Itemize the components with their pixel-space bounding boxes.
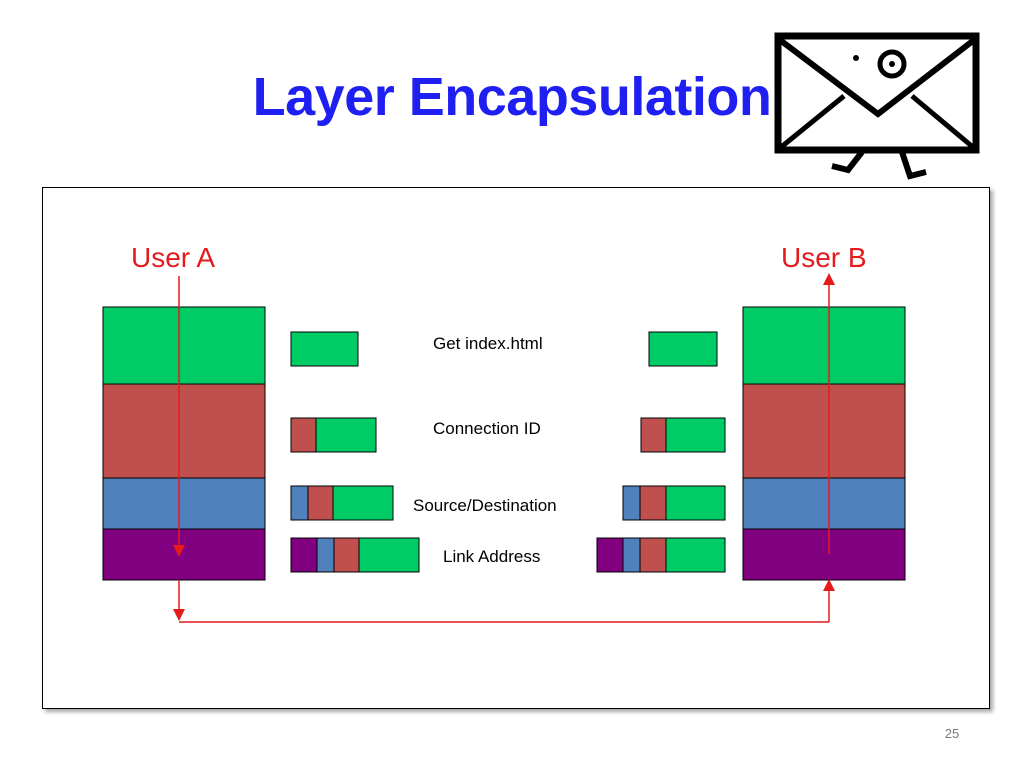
user-a-stack [102, 306, 266, 581]
encapsulation-diagram [102, 273, 906, 623]
layer-label-application: Get index.html [433, 334, 543, 353]
right-packet-transport [640, 417, 726, 453]
layer-label-link: Link Address [443, 547, 541, 566]
left-packet-application [290, 331, 359, 367]
layer-label-transport: Connection ID [433, 419, 541, 438]
layer-label-network: Source/Destination [413, 496, 557, 515]
left-packet-transport [290, 417, 377, 453]
right-packet-application [648, 331, 718, 367]
user-a-link-layer [102, 528, 266, 581]
left-packet-network [290, 485, 394, 521]
right-packet-link [596, 537, 726, 573]
envelope-with-legs-icon [774, 32, 980, 180]
user-b-network-layer [742, 477, 906, 530]
right-packet-network [622, 485, 726, 521]
user-a-label: User A [131, 242, 216, 273]
user-b-application-layer [742, 306, 906, 385]
slide-title: Layer Encapsulation [252, 67, 772, 127]
left-packet-link [290, 537, 420, 573]
user-b-link-layer [742, 528, 906, 581]
user-b-label: User B [781, 242, 867, 273]
user-a-transport-layer [102, 383, 266, 479]
user-a-application-layer [102, 306, 266, 385]
user-b-stack [742, 306, 906, 581]
page-number: 25 [944, 726, 960, 741]
user-b-transport-layer [742, 383, 906, 479]
data-flow-path [173, 273, 835, 623]
diagram-frame: User A User B Get index.html Connection … [42, 187, 990, 709]
user-a-network-layer [102, 477, 266, 530]
